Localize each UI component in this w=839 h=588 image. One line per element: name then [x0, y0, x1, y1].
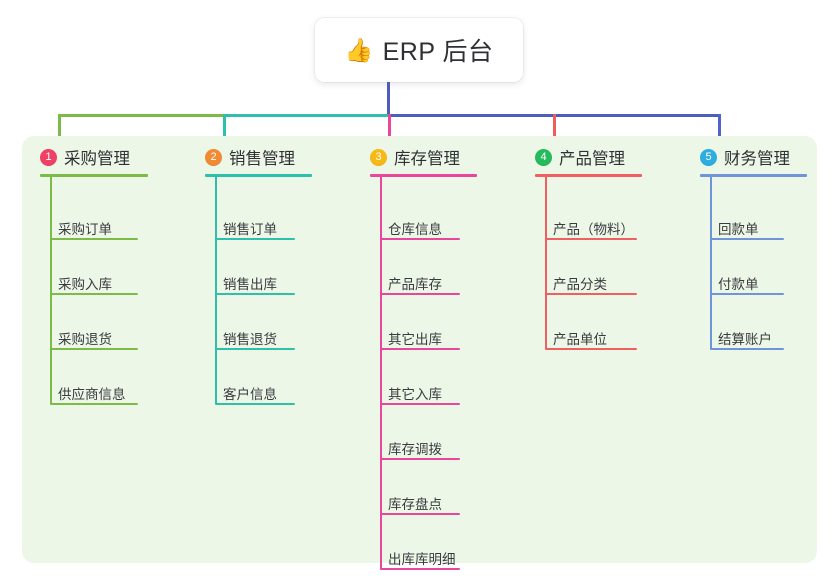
- branches-panel: 1 采购管理采购订单采购入库采购退货供应商信息 2 销售管理销售订单销售出库销售退货客…: [22, 136, 817, 570]
- branch-title: 产品管理: [559, 150, 625, 168]
- branch-header-5[interactable]: 5 财务管理: [700, 145, 790, 169]
- branch-item-label: 销售订单: [223, 222, 277, 237]
- branch-item-rule: [215, 238, 295, 240]
- thumbs-up-icon: 👍: [344, 36, 374, 63]
- branch-title: 财务管理: [724, 150, 790, 168]
- branch-item-rule: [710, 348, 784, 350]
- branch-item-label: 付款单: [718, 277, 759, 292]
- branch-item-rule: [710, 238, 784, 240]
- branch-column-5: 5 财务管理回款单付款单结算账户: [700, 136, 839, 563]
- branch-number-badge: 5: [700, 148, 717, 166]
- branch-item-rule: [380, 513, 460, 515]
- branch-column-1: 1 采购管理采购订单采购入库采购退货供应商信息: [40, 136, 200, 563]
- branch-item-label: 产品单位: [553, 332, 607, 347]
- branch-spine: [50, 174, 52, 404]
- bus-segment-1: [58, 114, 223, 117]
- branch-item-label: 客户信息: [223, 387, 277, 402]
- branch-item-label: 产品分类: [553, 277, 607, 292]
- branch-header-rule: [40, 174, 148, 177]
- branch-item-label: 产品库存: [388, 277, 442, 292]
- branch-item-rule: [710, 293, 784, 295]
- branch-item-rule: [380, 293, 460, 295]
- drop-connector-1: [58, 114, 61, 144]
- branch-spine: [545, 174, 547, 349]
- branch-item-rule: [380, 403, 460, 405]
- branch-item-label: 库存盘点: [388, 497, 442, 512]
- branch-header-3[interactable]: 3 库存管理: [370, 145, 460, 169]
- branch-item-rule: [380, 348, 460, 350]
- branch-column-2: 2 销售管理销售订单销售出库销售退货客户信息: [205, 136, 365, 563]
- branch-title: 库存管理: [394, 150, 460, 168]
- branch-title: 销售管理: [229, 150, 295, 168]
- branch-item-label: 出库库明细: [388, 552, 456, 567]
- branch-item-label: 库存调拨: [388, 442, 442, 457]
- root-title: 👍 ERP 后台: [344, 32, 493, 68]
- branch-item-label: 采购入库: [58, 277, 112, 292]
- branch-spine: [215, 174, 217, 404]
- branch-item-rule: [215, 403, 295, 405]
- branch-header-rule: [205, 174, 312, 177]
- branch-item-label: 仓库信息: [388, 222, 442, 237]
- root-node[interactable]: 👍 ERP 后台: [315, 18, 523, 82]
- branch-spine: [710, 174, 712, 349]
- branch-number-badge: 2: [205, 148, 222, 166]
- branch-item-label: 销售退货: [223, 332, 277, 347]
- branch-column-4: 4 产品管理产品（物料） 产品分类产品单位: [535, 136, 695, 563]
- branch-header-2[interactable]: 2 销售管理: [205, 145, 295, 169]
- branch-item-rule: [380, 238, 460, 240]
- trunk-connector: [387, 82, 390, 116]
- root-title-text: ERP 后台: [382, 38, 494, 66]
- branch-spine: [380, 174, 382, 569]
- branch-item-rule: [545, 348, 637, 350]
- branch-header-rule: [370, 174, 477, 177]
- branch-item-label: 结算账户: [718, 332, 772, 347]
- branch-header-4[interactable]: 4 产品管理: [535, 145, 625, 169]
- drop-connector-4: [553, 114, 556, 144]
- branch-item-rule: [380, 458, 460, 460]
- branch-item-label: 采购订单: [58, 222, 112, 237]
- branch-item-label: 其它入库: [388, 387, 442, 402]
- branch-item-rule: [380, 568, 460, 570]
- branch-item-rule: [545, 238, 637, 240]
- branch-item-rule: [50, 293, 138, 295]
- branch-number-badge: 3: [370, 148, 387, 166]
- branch-item-rule: [50, 238, 138, 240]
- branch-item-label: 供应商信息: [58, 387, 126, 402]
- drop-connector-2: [223, 114, 226, 144]
- branch-item-rule: [50, 348, 138, 350]
- branch-item-rule: [50, 403, 138, 405]
- branch-item-rule: [215, 348, 295, 350]
- drop-connector-3: [388, 114, 391, 144]
- branch-header-rule: [700, 174, 807, 177]
- branch-item-label: 其它出库: [388, 332, 442, 347]
- branch-header-rule: [535, 174, 642, 177]
- branch-item-label: 产品（物料）: [553, 222, 634, 237]
- branch-item-rule: [215, 293, 295, 295]
- branch-item-label: 采购退货: [58, 332, 112, 347]
- branch-item-label: 销售出库: [223, 277, 277, 292]
- branch-number-badge: 4: [535, 148, 552, 166]
- branch-number-badge: 1: [40, 148, 57, 166]
- branch-column-3: 3 库存管理仓库信息产品库存其它出库其它入库库存调拨库存盘点出库库明细: [370, 136, 530, 570]
- drop-connector-5: [718, 114, 721, 144]
- branch-title: 采购管理: [64, 150, 130, 168]
- branch-header-1[interactable]: 1 采购管理: [40, 145, 130, 169]
- branch-item-rule: [545, 293, 637, 295]
- branch-item-label: 回款单: [718, 222, 759, 237]
- bus-segment-2: [223, 114, 388, 117]
